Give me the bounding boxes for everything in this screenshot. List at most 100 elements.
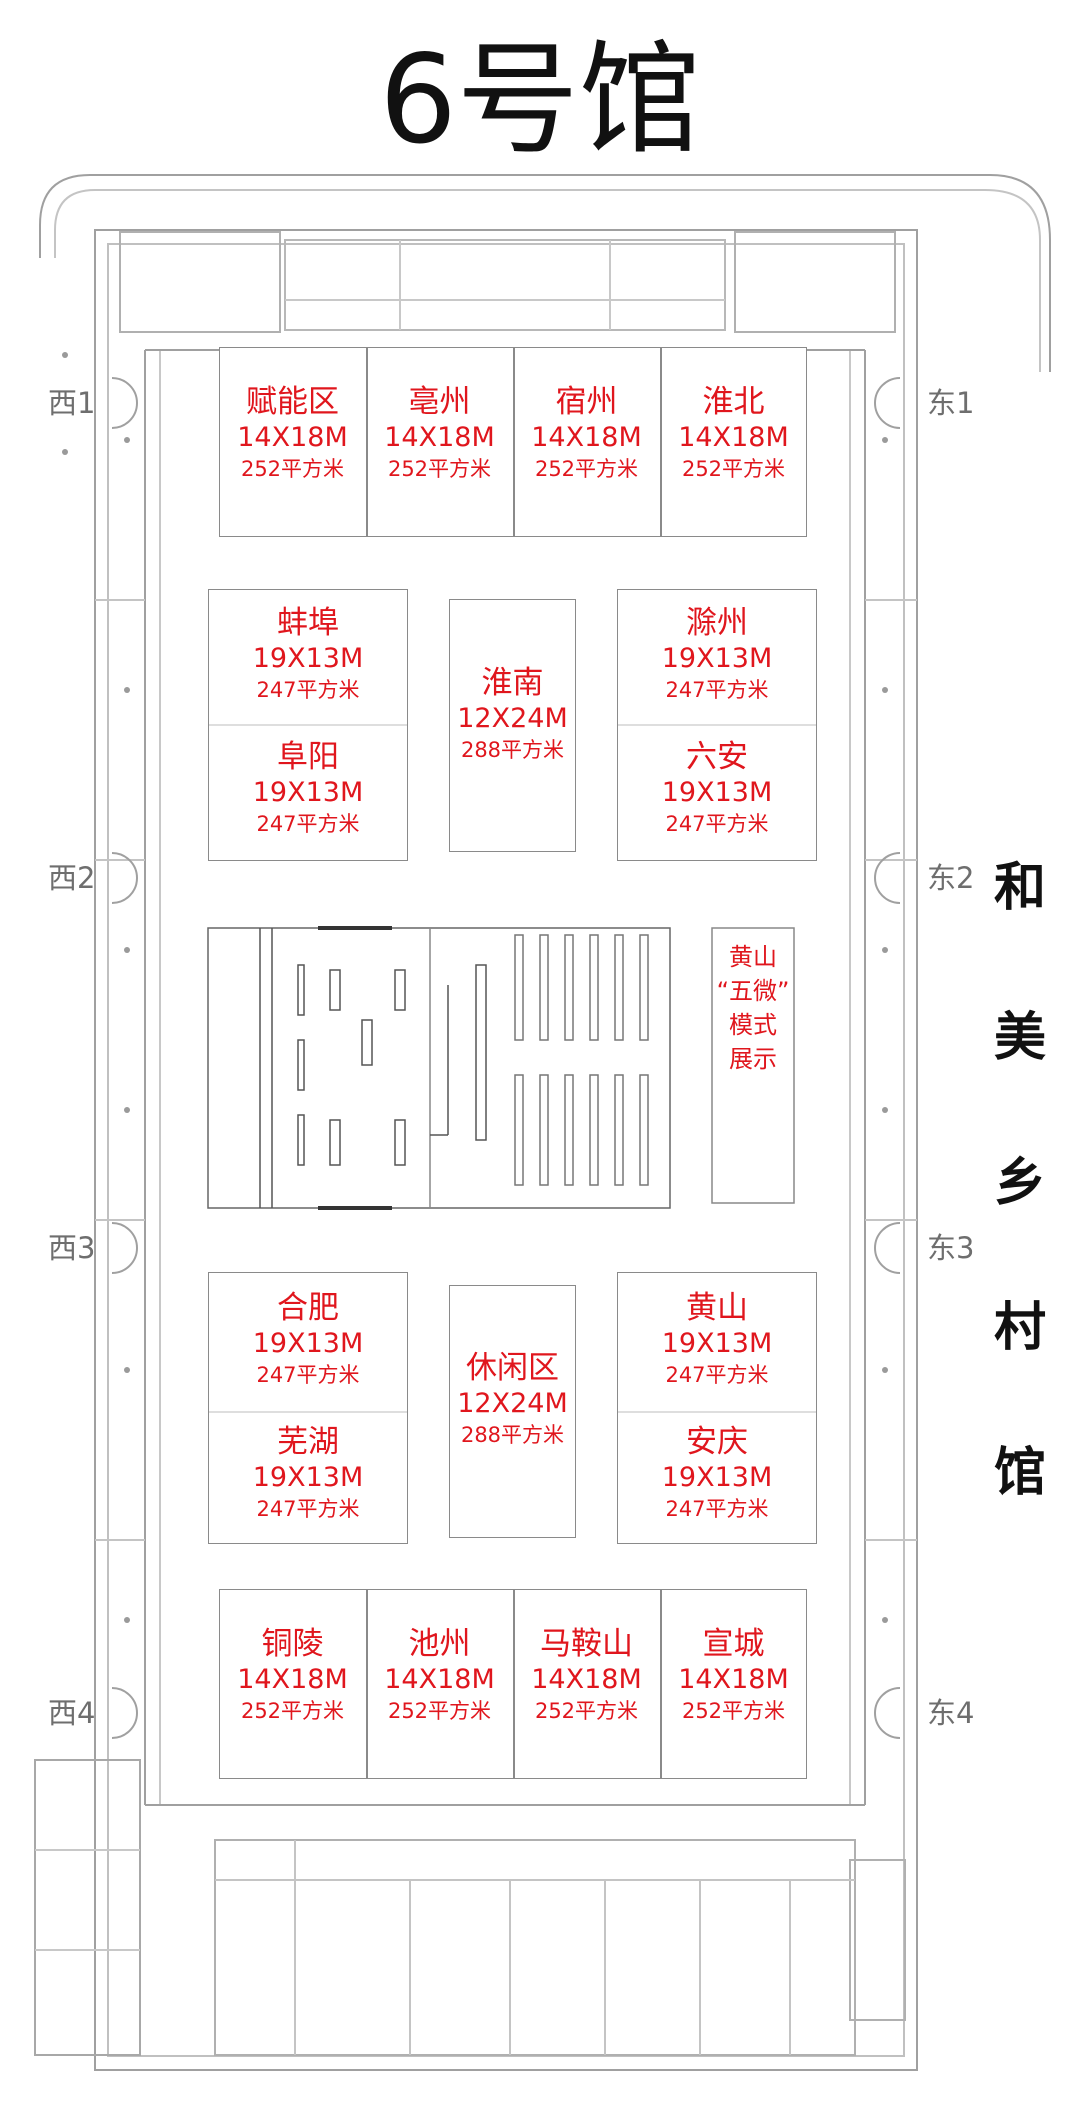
booth-name: 蚌埠: [277, 605, 339, 641]
booth-name: 亳州: [408, 384, 471, 420]
door-west-1: [111, 377, 138, 404]
gate-east-4: 东4: [927, 1696, 975, 1730]
booth-name: 淮北: [702, 384, 765, 420]
booth-wuhu: 芜湖 19X13M 247平方米: [208, 1423, 408, 1523]
gate-west-1: 西1: [48, 386, 96, 420]
door-east-2: [874, 852, 901, 879]
door-east-1: [874, 377, 901, 404]
door-west-3: [111, 1222, 138, 1249]
booth-name: 黄山: [686, 1290, 748, 1326]
booth-huaibei: 淮北 14X18M 252平方米: [660, 383, 807, 483]
booth-anqing: 安庆 19X13M 247平方米: [617, 1423, 817, 1523]
huangshan-model-label: 黄山 “五微” 模式 展示: [712, 940, 794, 1076]
booth-size: 14X18M: [531, 422, 642, 453]
booth-bengbu: 蚌埠 19X13M 247平方米: [208, 604, 408, 704]
booth-leisure: 休闲区 12X24M 288平方米: [449, 1349, 576, 1449]
booth-area: 252平方米: [387, 1699, 492, 1723]
booth-area: 247平方米: [256, 812, 360, 836]
door-east-3: [874, 1222, 901, 1249]
booth-size: 19X13M: [661, 1462, 773, 1493]
side-label-char: 和: [993, 858, 1046, 918]
booth-bozhou: 亳州 14X18M 252平方米: [366, 383, 513, 483]
gate-west-4: 西4: [48, 1696, 96, 1730]
booth-name: 宣城: [702, 1626, 765, 1662]
huangshan-model-line: 黄山: [729, 943, 777, 971]
booth-name: 马鞍山: [540, 1626, 633, 1662]
huangshan-model-line: “五微”: [716, 977, 790, 1005]
booth-size: 14X18M: [237, 422, 348, 453]
booth-name: 合肥: [277, 1290, 339, 1326]
booth-chuzhou: 滁州 19X13M 247平方米: [617, 604, 817, 704]
booth-fuyang: 阜阳 19X13M 247平方米: [208, 738, 408, 838]
booth-size: 19X13M: [661, 777, 773, 808]
booth-area: 252平方米: [534, 457, 639, 481]
booth-size: 14X18M: [384, 1664, 495, 1695]
booth-size: 12X24M: [457, 1388, 568, 1419]
booth-divider-1: [366, 347, 368, 537]
booth-area: 247平方米: [665, 812, 769, 836]
booth-funeng: 赋能区 14X18M 252平方米: [219, 383, 366, 483]
sw-service-block: [34, 1759, 141, 2056]
booth-name: 池州: [408, 1626, 471, 1662]
booth-divider-5: [513, 1589, 515, 1779]
booth-area: 252平方米: [681, 1699, 786, 1723]
booth-area: 252平方米: [387, 457, 492, 481]
booth-center-upper: [449, 599, 576, 852]
booth-area: 288平方米: [460, 1423, 565, 1447]
booth-divider-2: [513, 347, 515, 537]
booth-size: 14X18M: [678, 422, 789, 453]
booth-name: 赋能区: [246, 384, 339, 420]
outer-wall: [94, 229, 918, 2071]
side-label-char: 村: [993, 1298, 1046, 1358]
booth-name: 滁州: [686, 605, 748, 641]
booth-chizhou: 池州 14X18M 252平方米: [366, 1625, 513, 1725]
booth-size: 14X18M: [531, 1664, 642, 1695]
door-west-4: [111, 1687, 138, 1714]
booth-divider-3: [660, 347, 662, 537]
door-east-4: [874, 1687, 901, 1714]
side-label-char: 乡: [993, 1153, 1046, 1213]
booth-name: 芜湖: [277, 1424, 339, 1460]
gate-east-2: 东2: [927, 861, 975, 895]
central-exhibit-layout: [207, 926, 671, 1210]
hall-title: 6号馆: [379, 29, 701, 171]
booth-name: 六安: [686, 739, 748, 775]
booth-divider-4: [366, 1589, 368, 1779]
booth-name: 休闲区: [466, 1350, 559, 1386]
booth-size: 14X18M: [237, 1664, 348, 1695]
booth-size: 19X13M: [252, 1462, 364, 1493]
booth-maanshan: 马鞍山 14X18M 252平方米: [513, 1625, 660, 1725]
booth-size: 19X13M: [661, 643, 773, 674]
booth-size: 19X13M: [252, 1328, 364, 1359]
booth-area: 247平方米: [665, 1497, 769, 1521]
booth-divider-6: [660, 1589, 662, 1779]
huangshan-model-box: [711, 927, 795, 1204]
booth-area: 247平方米: [256, 1363, 360, 1387]
booth-name: 阜阳: [277, 739, 339, 775]
booth-suzhou: 宿州 14X18M 252平方米: [513, 383, 660, 483]
booth-area: 247平方米: [665, 1363, 769, 1387]
booth-mid-right-lower: [617, 1272, 817, 1544]
booth-mid-left-lower: [208, 1272, 408, 1544]
gate-west-2: 西2: [48, 861, 96, 895]
booth-size: 14X18M: [384, 422, 495, 453]
booth-size: 19X13M: [252, 643, 364, 674]
booth-huangshan: 黄山 19X13M 247平方米: [617, 1289, 817, 1389]
booth-huainan: 淮南 12X24M 288平方米: [449, 664, 576, 764]
door-west-2: [111, 852, 138, 879]
gate-east-1: 东1: [927, 386, 975, 420]
booth-area: 252平方米: [240, 457, 345, 481]
booth-name: 淮南: [481, 665, 544, 701]
booth-liuan: 六安 19X13M 247平方米: [617, 738, 817, 838]
booth-area: 247平方米: [256, 1497, 360, 1521]
booth-area: 247平方米: [256, 678, 360, 702]
side-label-char: 美: [993, 1008, 1046, 1068]
gate-west-3: 西3: [48, 1231, 96, 1265]
booth-size: 19X13M: [252, 777, 364, 808]
booth-area: 252平方米: [534, 1699, 639, 1723]
booth-xuancheng: 宣城 14X18M 252平方米: [660, 1625, 807, 1725]
south-annex: [214, 1839, 856, 2056]
booth-size: 14X18M: [678, 1664, 789, 1695]
booth-area: 247平方米: [665, 678, 769, 702]
